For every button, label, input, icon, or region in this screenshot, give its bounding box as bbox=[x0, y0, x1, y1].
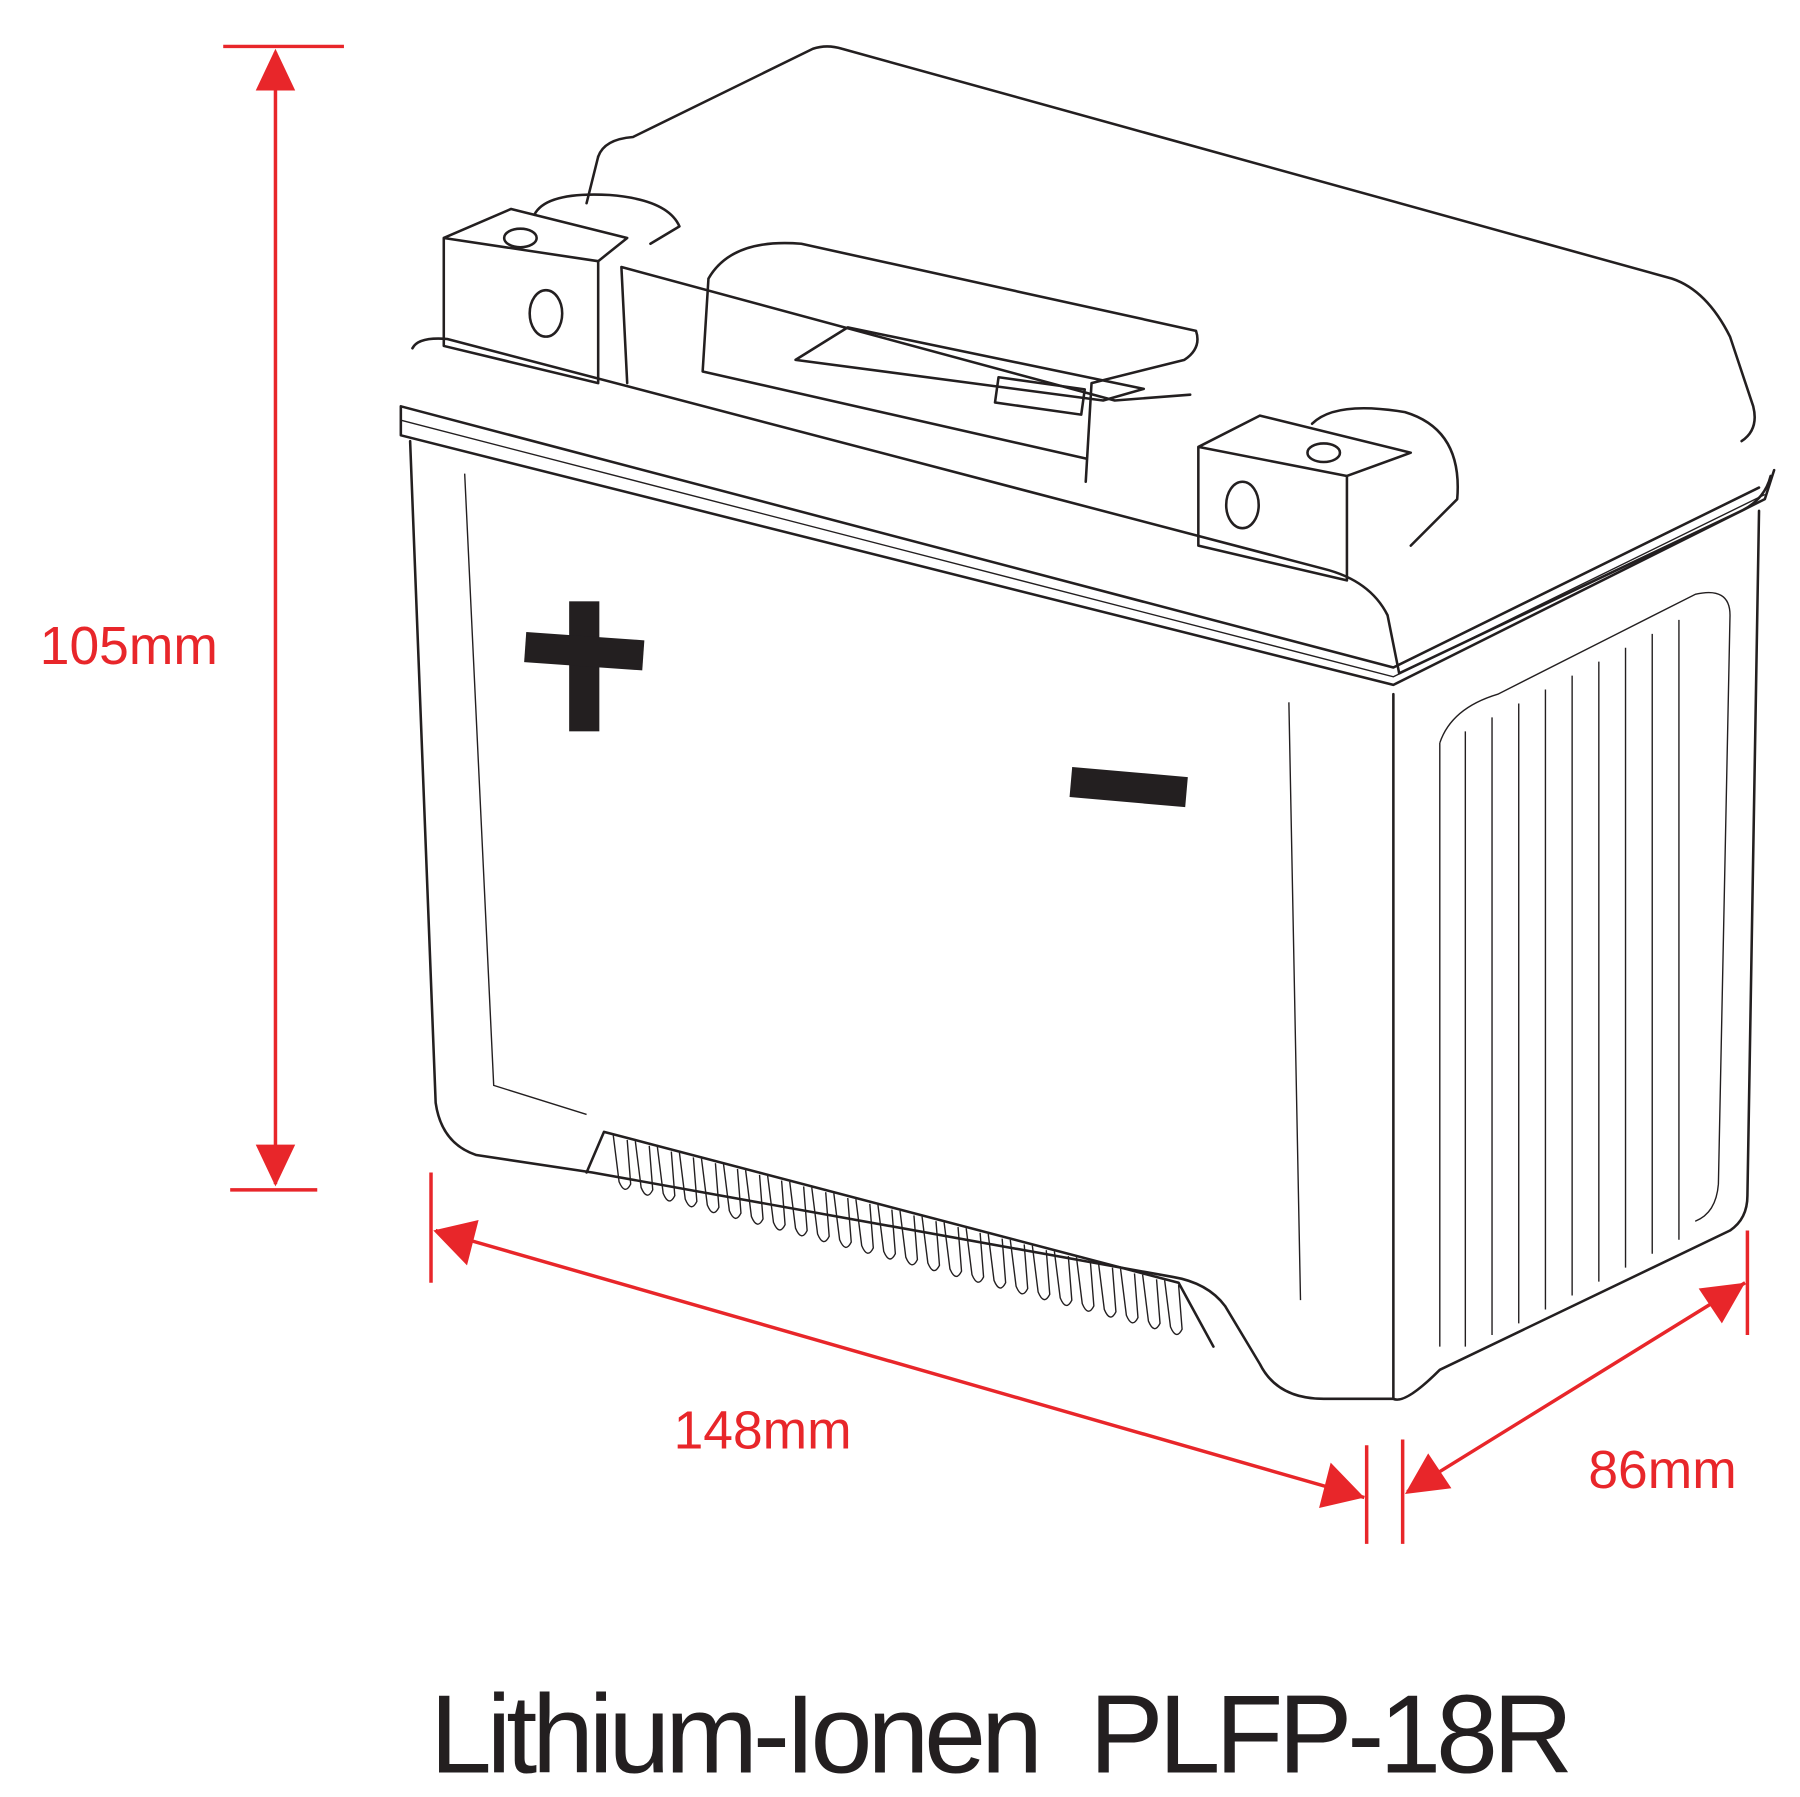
vent-rib bbox=[634, 1141, 654, 1196]
vent-rib bbox=[855, 1199, 875, 1254]
display-screen bbox=[794, 326, 1146, 402]
width-dimension: 86mm bbox=[1400, 1230, 1750, 1544]
negative-terminal bbox=[1197, 406, 1460, 582]
battery-front-face bbox=[408, 439, 1395, 1401]
length-label: 148mm bbox=[674, 1402, 852, 1461]
vent-rib bbox=[1031, 1245, 1051, 1301]
vent-rib bbox=[877, 1204, 897, 1260]
vent-rib bbox=[766, 1175, 786, 1231]
positive-terminal bbox=[442, 193, 681, 385]
bottom-ribs bbox=[612, 1135, 1183, 1336]
handle bbox=[701, 241, 1199, 484]
vent-rib bbox=[744, 1170, 764, 1225]
vent-rib bbox=[1053, 1251, 1073, 1307]
seam-line bbox=[399, 405, 1776, 687]
bottom-vent bbox=[585, 1130, 1215, 1348]
height-label: 105mm bbox=[40, 617, 218, 676]
vent-rib bbox=[1009, 1239, 1029, 1295]
product-title: Lithium-Ionen PLFP-18R bbox=[430, 1672, 1573, 1797]
side-ribs bbox=[1464, 619, 1680, 1347]
vent-rib bbox=[612, 1135, 632, 1190]
vent-rib bbox=[1075, 1257, 1095, 1312]
vent-rib bbox=[789, 1181, 808, 1237]
width-label: 86mm bbox=[1588, 1441, 1736, 1500]
display-button bbox=[993, 375, 1087, 416]
vent-rib bbox=[921, 1216, 941, 1272]
vent-rib bbox=[987, 1233, 1007, 1289]
vent-rib bbox=[656, 1146, 676, 1202]
vent-rib bbox=[1119, 1268, 1139, 1324]
minus-symbol bbox=[1069, 766, 1188, 808]
battery-lid bbox=[596, 45, 1756, 443]
vent-rib bbox=[1097, 1262, 1117, 1318]
vent-rib bbox=[943, 1222, 963, 1278]
vent-rib bbox=[899, 1210, 919, 1266]
vent-rib bbox=[833, 1193, 852, 1249]
lid-front-edge bbox=[411, 337, 1401, 675]
length-dimension: 148mm bbox=[429, 1172, 1369, 1544]
vent-rib bbox=[1163, 1280, 1183, 1336]
vent-rib bbox=[722, 1164, 742, 1220]
battery-side-face bbox=[1392, 509, 1761, 1401]
vent-rib bbox=[811, 1187, 830, 1243]
vent-rib bbox=[700, 1158, 720, 1214]
vent-rib bbox=[678, 1152, 698, 1208]
vent-rib bbox=[965, 1228, 985, 1283]
battery-drawing bbox=[399, 45, 1776, 1401]
height-dimension: 105mm bbox=[40, 44, 344, 1192]
vent-rib bbox=[1141, 1274, 1161, 1330]
plus-symbol bbox=[524, 601, 645, 732]
